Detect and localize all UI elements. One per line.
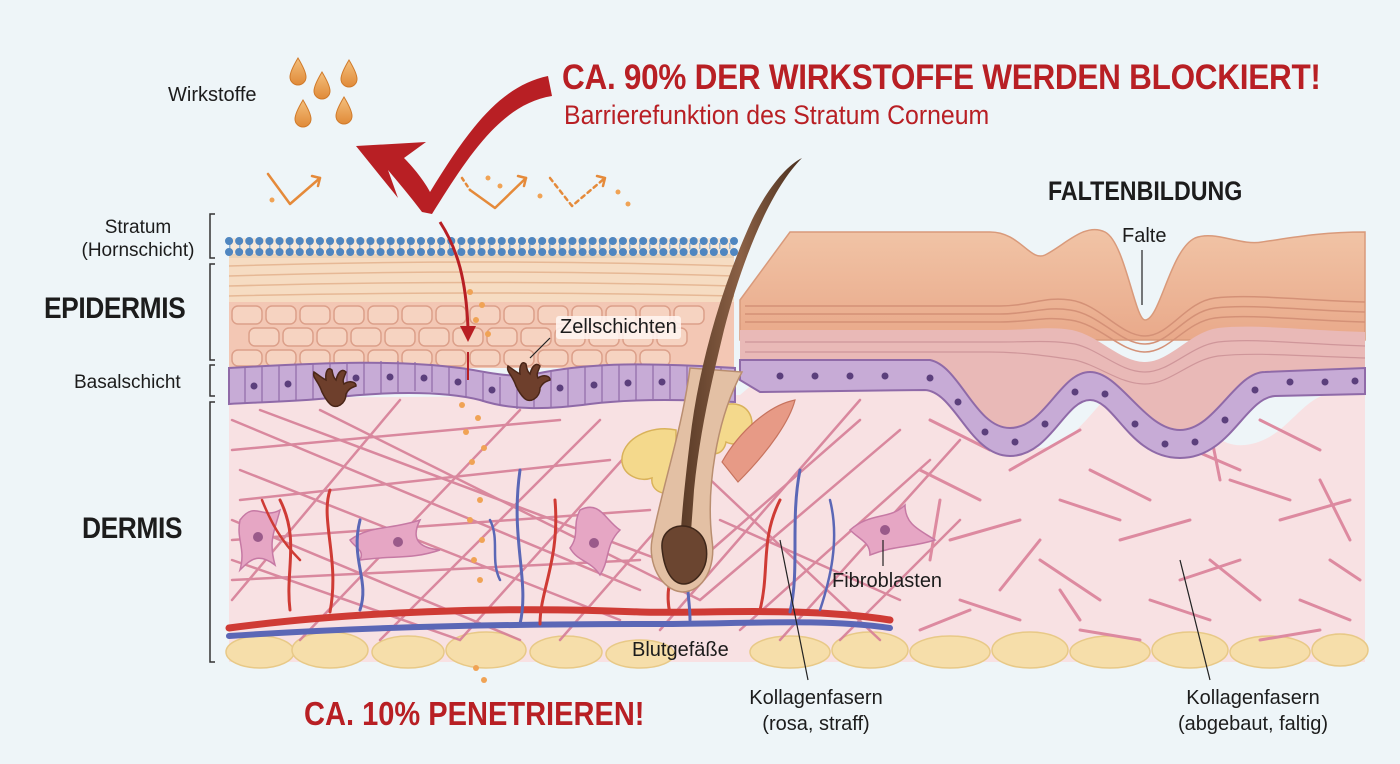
label-kollagen-degraded-line2: (abgebaut, faltig) [1177,713,1329,735]
lipid-bilayer [229,213,734,241]
cornified-flakes [228,261,735,297]
active-ingredient-droplets [289,57,358,128]
label-falte: Falte [1122,225,1167,247]
label-penetrieren: CA. 10% PENETRIEREN! [304,695,645,732]
headline-subtitle: Barrierefunktion des Stratum Corneum [564,100,990,130]
label-kollagen-taut: Kollagenfasern (rosa, straff) [742,685,890,737]
label-kollagen-degraded-line1: Kollagenfasern [1186,687,1320,709]
label-basalschicht: Basalschicht [74,372,181,393]
label-kollagen-degraded: Kollagenfasern (abgebaut, faltig) [1162,685,1344,737]
label-faltenbildung: FALTENBILDUNG [1048,176,1243,206]
leader-lines [529,250,1211,681]
wrinkle-strata [745,295,1366,353]
sebaceous-gland [621,428,677,494]
label-stratum-line2: (Hornschicht) [81,240,195,261]
fat-layer [225,631,1369,669]
label-zellschichten: Zellschichten [556,316,681,339]
arrector-muscle [721,399,796,483]
label-kollagen-taut-line2: (rosa, straff) [762,713,870,735]
penetration-arrowhead [460,326,476,342]
label-dermis: DERMIS [82,512,183,545]
fibroblast-cells [238,503,937,577]
lipid-bilayer-lower [225,237,738,256]
epidermal-cells [231,305,705,367]
blood-vessels [225,468,894,639]
hair-bulb [661,525,708,585]
label-blutgefaesse: Blutgefäße [632,639,729,661]
layer-brackets [209,213,215,663]
spinous-texture-right [745,340,1366,385]
label-fibroblasten: Fibroblasten [832,570,943,592]
penetration-arrow [438,221,470,329]
collagen-fibers-degraded [918,418,1362,642]
label-kollagen-taut-line1: Kollagenfasern [749,687,883,709]
basal-layer-right [739,359,1366,460]
basal-nuclei-right [776,372,1359,448]
label-stratum-line1: Stratum [104,217,172,238]
bounce-arrows [266,172,607,210]
blocking-arrow [356,76,552,214]
label-epidermis: EPIDERMIS [44,292,186,325]
label-stratum: Stratum (Hornschicht) [76,216,200,262]
wrinkled-skin-surface [739,228,1366,341]
melanocyte-cells [312,362,551,408]
label-wirkstoffe: Wirkstoffe [168,84,257,106]
headline-blocked: CA. 90% DER WIRKSTOFFE WERDEN BLOCKIERT! [562,58,1321,97]
scattered-particles [269,175,631,683]
cornified-layers [229,258,734,304]
